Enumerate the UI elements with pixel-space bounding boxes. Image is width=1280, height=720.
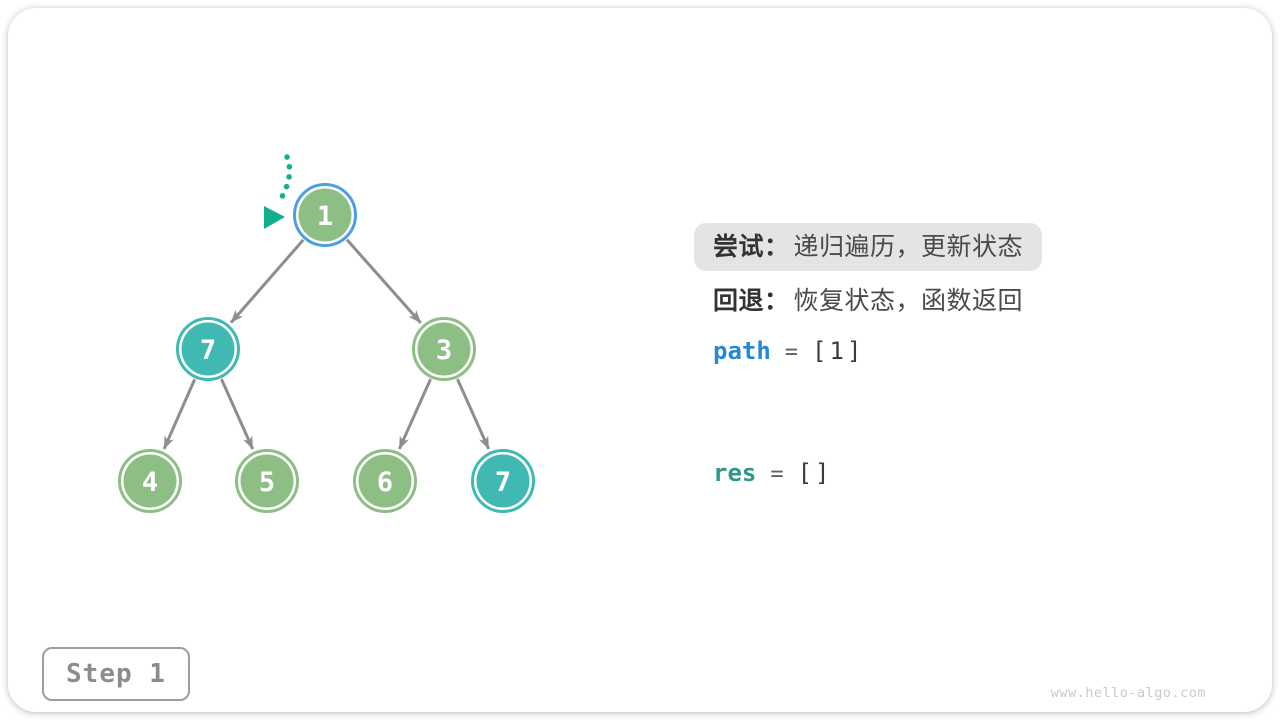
backtrack-annotation: 回退：恢复状态，函数返回 xyxy=(713,285,1023,317)
step-badge: Step 1 xyxy=(42,647,190,701)
tree-node-value: 4 xyxy=(142,467,158,498)
res-variable-name: res xyxy=(713,459,757,487)
tree-node: 7 xyxy=(471,449,535,513)
tree-node-value: 7 xyxy=(495,467,511,498)
backtrack-text: 恢复状态，函数返回 xyxy=(793,287,1024,315)
tree-edge xyxy=(345,238,422,324)
tree-node: 3 xyxy=(412,317,476,381)
tree-node-current: 1 xyxy=(293,183,357,247)
tree-edge xyxy=(220,378,255,450)
tree-edges xyxy=(162,238,491,450)
res-variable-line: res = [] xyxy=(713,459,833,487)
tree-edge xyxy=(229,238,305,324)
tree-node-value: 7 xyxy=(200,335,216,366)
tree-node: 5 xyxy=(235,449,299,513)
try-annotation: 尝试：递归遍历，更新状态 xyxy=(694,223,1043,271)
watermark: www.hello-algo.com xyxy=(1050,685,1206,701)
res-variable-value: [] xyxy=(797,459,833,487)
tree-node: 4 xyxy=(118,449,182,513)
tree-nodes: 1 7 3 4 5 6 7 xyxy=(118,183,535,513)
path-variable-value: [1] xyxy=(812,337,865,365)
tree-edge xyxy=(456,378,491,450)
figure-card: 1 7 3 4 5 6 7 尝试：递归遍历，更新状态 回退：恢复状态，函数返回 path =… xyxy=(8,8,1272,712)
backtrack-label: 回退： xyxy=(713,287,790,315)
try-text: 递归遍历，更新状态 xyxy=(793,233,1024,261)
path-equals-sign: = xyxy=(784,340,799,365)
tree-node-value: 5 xyxy=(259,467,275,498)
tree-node-value: 6 xyxy=(377,467,393,498)
tree-node: 7 xyxy=(176,317,240,381)
res-equals-sign: = xyxy=(770,462,784,487)
tree-node-value: 1 xyxy=(317,201,333,232)
pointer-arrowhead xyxy=(264,206,285,229)
tree-edge xyxy=(162,378,197,450)
path-variable-name: path xyxy=(713,337,771,365)
binary-tree-diagram: 1 7 3 4 5 6 7 xyxy=(118,154,535,513)
tree-node: 6 xyxy=(353,449,417,513)
current-node-pointer-arrow xyxy=(264,154,293,229)
pointer-dotted-line xyxy=(276,154,293,205)
tree-node-value: 3 xyxy=(436,335,452,366)
tree-edge xyxy=(397,378,432,450)
step-label: Step 1 xyxy=(66,659,166,689)
try-label: 尝试： xyxy=(713,233,790,261)
path-variable-line: path = [1] xyxy=(713,337,864,365)
